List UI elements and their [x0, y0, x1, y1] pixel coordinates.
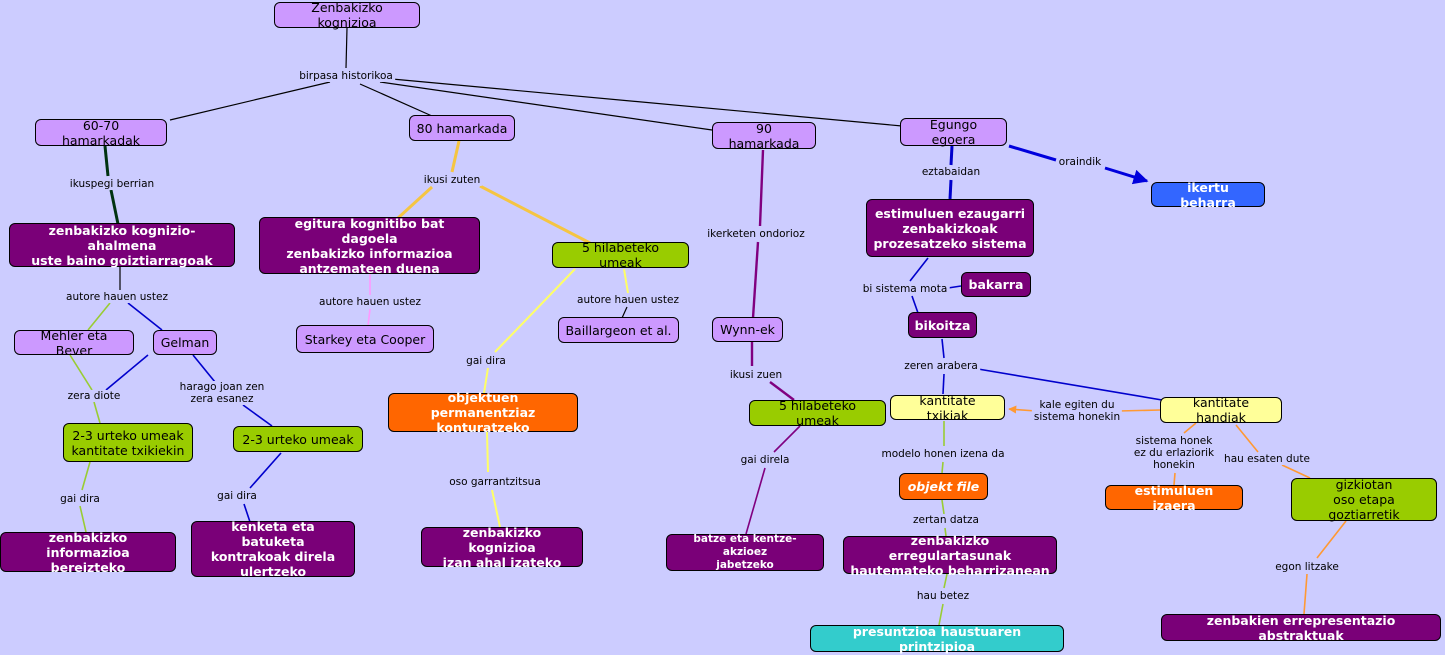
node-kenketa-batuketa[interactable]: kenketa eta batuketa kontrakoak direla u… — [191, 519, 355, 579]
link-label-gai-dira-2: gai dira — [215, 490, 259, 502]
node-baillargeon[interactable]: Baillargeon et al. — [558, 317, 679, 343]
link-label-oso-garrantzitsua: oso garrantzitsua — [447, 476, 543, 488]
link-label-egon: egon litzake — [1273, 561, 1341, 573]
node-egungo-egoera[interactable]: Egungo egoera — [900, 117, 1007, 147]
link-label-modelo: modelo honen izena da — [879, 448, 1007, 460]
node-2-3-urteko-umeak-txikiekin[interactable]: 2-3 urteko umeak kantitate txikiekin — [63, 423, 193, 462]
node-kantitate-handiak[interactable]: kantitate handiak — [1160, 395, 1282, 425]
node-5-hilabeteko-umeak-a[interactable]: 5 hilabeteko umeak — [552, 240, 689, 270]
link-label-kale: kale egiten du sistema honekin — [1031, 399, 1123, 423]
node-estimuluen-sistema[interactable]: estimuluen ezaugarri zenbakizkoak prozes… — [866, 199, 1034, 257]
link-label-ikuspegi: ikuspegi berrian — [67, 178, 157, 190]
link-label-harago: harago joan zen zera esanez — [177, 381, 267, 405]
node-objektuen-permanentzia[interactable]: objektuen permanentziaz konturatzeko — [388, 390, 578, 435]
node-erregulartasunak[interactable]: zenbakizko erregulartasunak hautemateko … — [843, 533, 1057, 578]
node-starkey-cooper[interactable]: Starkey eta Cooper — [296, 325, 434, 353]
node-bereizteko[interactable]: zenbakizko informazioa bereizteko — [0, 530, 176, 575]
node-goiztiarragoak[interactable]: zenbakizko kognizio-ahalmena uste baino … — [9, 223, 235, 268]
link-label-bi-sistema: bi sistema mota — [860, 283, 950, 295]
node-batze-kentze[interactable]: batze eta kentze-akzioez jabetzeko — [666, 533, 824, 571]
node-bikoitza[interactable]: bikoitza — [908, 312, 977, 338]
node-kognizioa-izan[interactable]: zenbakizko kognizioa izan ahal izateko — [421, 525, 583, 570]
link-label-eztabaidan: eztabaidan — [919, 166, 983, 178]
node-60-70-hamarkadak[interactable]: 60-70 hamarkadak — [35, 118, 167, 148]
link-label-gai-dira-1: gai dira — [58, 493, 102, 505]
node-ikertu-beharra[interactable]: ikertu beharra — [1151, 180, 1265, 210]
link-label-autore-3: autore hauen ustez — [575, 294, 681, 306]
node-80-hamarkada[interactable]: 80 hamarkada — [409, 115, 515, 141]
link-label-hau-esaten: hau esaten dute — [1222, 453, 1312, 465]
link-label-gai-dira-3: gai dira — [464, 355, 508, 367]
node-gelman[interactable]: Gelman — [153, 330, 217, 355]
link-label-zertan: zertan datza — [911, 514, 981, 526]
link-label-birpasa: birpasa historikoa — [297, 70, 395, 82]
node-errepresentazio[interactable]: zenbakien errepresentazio abstraktuak — [1161, 613, 1441, 643]
link-label-ikerketen: ikerketen ondorioz — [705, 228, 807, 240]
link-label-oraindik: oraindik — [1056, 156, 1104, 168]
node-gizkiotan[interactable]: gizkiotan oso etapa goztiarretik — [1291, 477, 1437, 522]
node-presuntzioa[interactable]: presuntzioa haustuaren printzipioa — [810, 624, 1064, 654]
node-bakarra[interactable]: bakarra — [961, 272, 1031, 297]
link-label-hau-betez: hau betez — [914, 590, 972, 602]
node-5-hilabeteko-umeak-b[interactable]: 5 hilabeteko umeak — [749, 398, 886, 428]
node-90-hamarkada[interactable]: 90 hamarkada — [712, 121, 816, 151]
link-label-ikusi-zuten: ikusi zuten — [421, 174, 483, 186]
node-estimuluen-izaera[interactable]: estimuluen izaera — [1105, 483, 1243, 513]
link-label-zera-diote: zera diote — [65, 390, 123, 402]
link-label-autore-1: autore hauen ustez — [64, 291, 170, 303]
link-label-autore-2: autore hauen ustez — [317, 296, 423, 308]
node-2-3-urteko-umeak[interactable]: 2-3 urteko umeak — [233, 426, 363, 452]
node-kantitate-txikiak[interactable]: kantitate txikiak — [890, 393, 1005, 423]
node-wynn[interactable]: Wynn-ek — [712, 317, 783, 342]
link-label-gai-direla: gai direla — [738, 454, 792, 466]
link-label-sistema-honek: sistema honek ez du erlaziorik honekin — [1131, 435, 1217, 471]
node-objekt-file[interactable]: objekt file — [899, 473, 988, 500]
link-label-ikusi-zuen: ikusi zuen — [727, 369, 785, 381]
node-mehler-bever[interactable]: Mehler eta Bever — [14, 328, 134, 358]
root-node[interactable]: Zenbakizko kognizioa — [274, 0, 420, 30]
link-label-zeren: zeren arabera — [902, 360, 980, 372]
node-egitura-kognitibo[interactable]: egitura kognitibo bat dagoela zenbakizko… — [259, 216, 480, 276]
